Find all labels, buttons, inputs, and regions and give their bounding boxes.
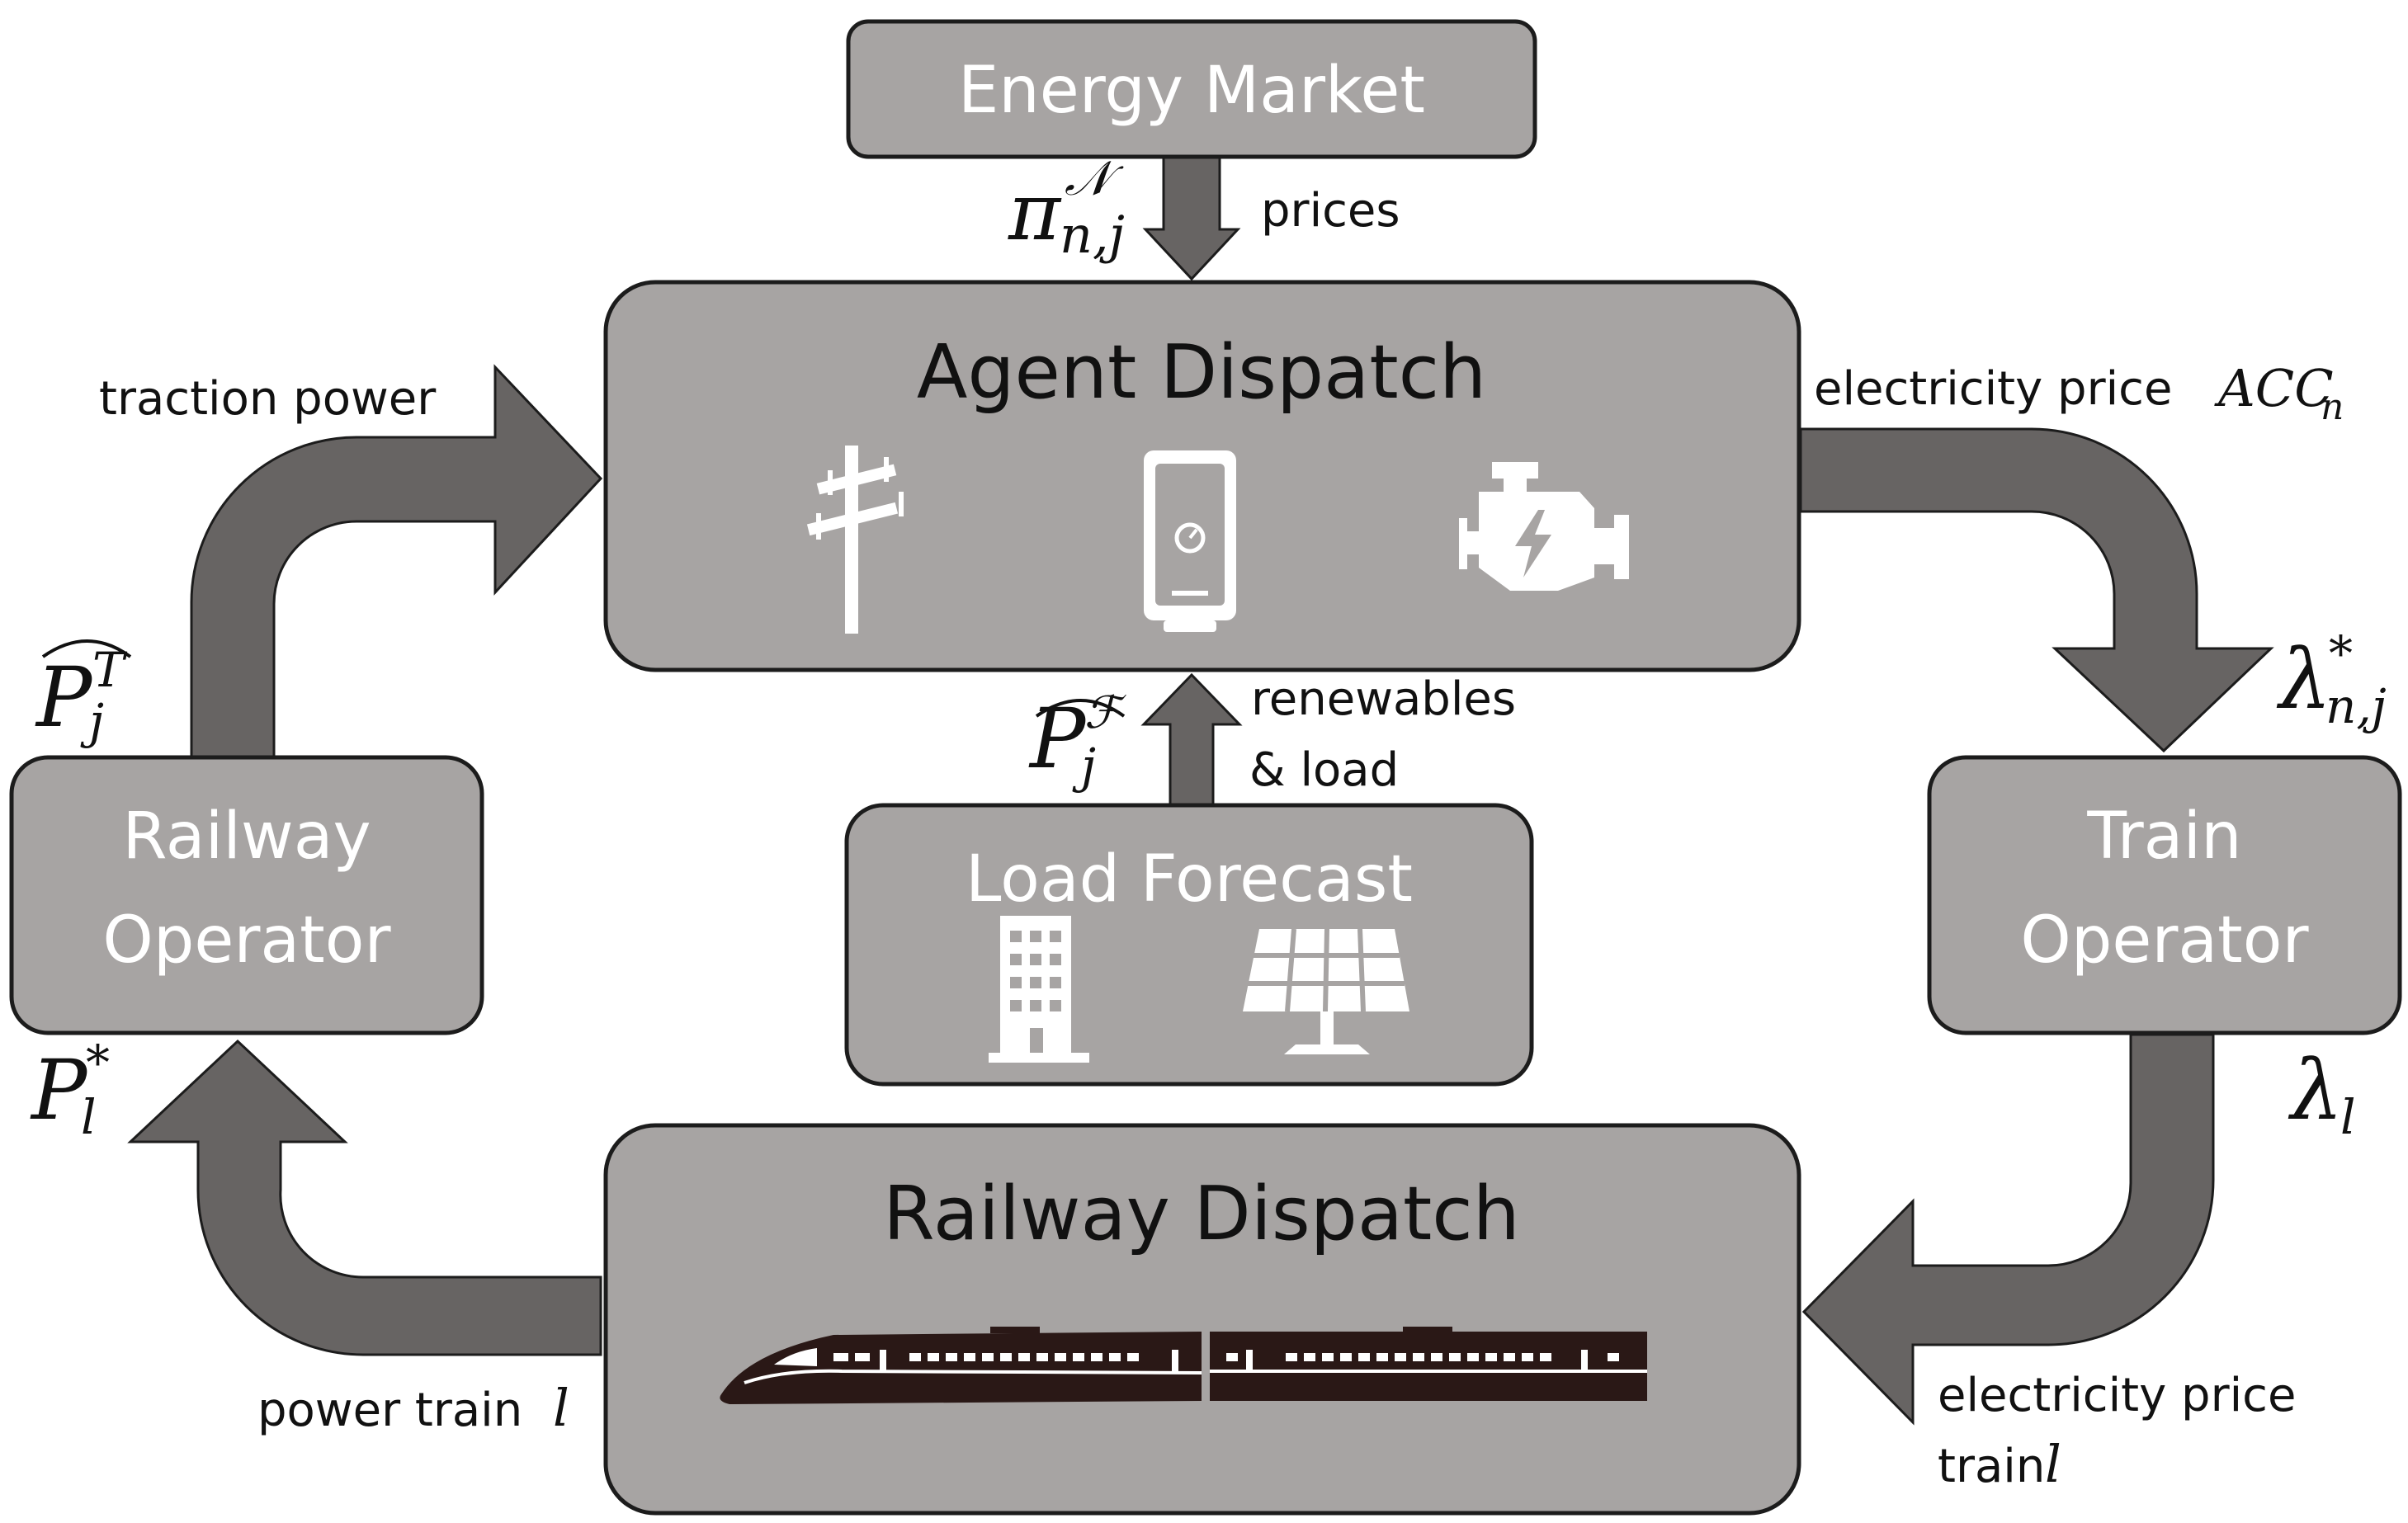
svg-text:ACC: ACC: [2214, 358, 2334, 418]
svg-text:l: l: [81, 1089, 97, 1145]
p-hat-f-symbol: P ℱ j: [1028, 686, 1126, 794]
traction-power-arrow: [190, 364, 603, 759]
svg-text:π: π: [1008, 166, 1062, 258]
power-train-l: l: [553, 1378, 569, 1438]
svg-text:l: l: [2340, 1089, 2356, 1145]
railway-dispatch-box: [603, 1123, 1801, 1516]
building-icon: [989, 916, 1089, 1063]
svg-text:T: T: [92, 642, 128, 698]
svg-text:n,j: n,j: [2325, 678, 2387, 734]
power-train-arrow: [127, 1039, 602, 1356]
svg-text:P: P: [1028, 691, 1087, 787]
and-load-label: & load: [1249, 743, 1399, 797]
power-train-label: power train: [257, 1384, 522, 1437]
solar-panel-icon: [1243, 928, 1409, 1054]
electricity-price-bottom-label: electricity price: [1938, 1369, 2296, 1422]
train-icon: [720, 1327, 1647, 1404]
svg-text:λ: λ: [2276, 631, 2331, 728]
railway-operator-title-line1: Railway: [122, 799, 371, 874]
train-operator-box: [1927, 755, 2402, 1035]
renewables-arrow: [1140, 672, 1243, 807]
railway-dispatch-title: Railway Dispatch: [883, 1171, 1520, 1257]
energy-market-title: Energy Market: [958, 54, 1425, 128]
p-l-star-symbol: P * l: [30, 1035, 110, 1145]
energy-market-box: [846, 19, 1537, 159]
svg-text:P: P: [30, 1042, 88, 1139]
power-pole-icon: [806, 446, 904, 634]
train-operator-title-line2: Operator: [2020, 903, 2309, 978]
renewables-label: renewables: [1251, 672, 1516, 726]
svg-text:n: n: [2321, 386, 2344, 428]
electricity-price-top-label: electricity price: [1814, 362, 2172, 416]
lambda-star-symbol: λ * n,j: [2276, 625, 2387, 734]
traction-power-label: traction power: [99, 372, 437, 426]
acc-symbol: ACC n: [2214, 358, 2344, 428]
charging-station-icon: [1144, 450, 1236, 632]
train-operator-title-line1: Train: [2086, 799, 2241, 874]
railway-operator-title-line2: Operator: [102, 903, 391, 978]
train-l: l: [2045, 1434, 2061, 1494]
p-hat-t-symbol: P T j: [35, 639, 132, 749]
electricity-price-train-arrow: [1801, 1033, 2215, 1426]
prices-label: prices: [1261, 184, 1400, 238]
svg-text:n,j: n,j: [1060, 205, 1125, 265]
railway-operator-box: [9, 755, 484, 1035]
train-label: train: [1938, 1440, 2045, 1493]
prices-arrow: [1142, 153, 1241, 281]
svg-text:*: *: [2329, 625, 2353, 681]
lambda-l-symbol: λ l: [2288, 1042, 2356, 1145]
electricity-price-arrow: [1799, 427, 2274, 753]
svg-text:*: *: [86, 1035, 110, 1091]
svg-text:λ: λ: [2288, 1042, 2343, 1139]
engine-icon: [1459, 462, 1629, 591]
load-forecast-title: Load Forecast: [966, 842, 1413, 917]
svg-text:P: P: [35, 649, 93, 746]
pi-symbol: π 𝒩 n,j: [1008, 150, 1125, 265]
agent-dispatch-title: Agent Dispatch: [917, 329, 1486, 416]
